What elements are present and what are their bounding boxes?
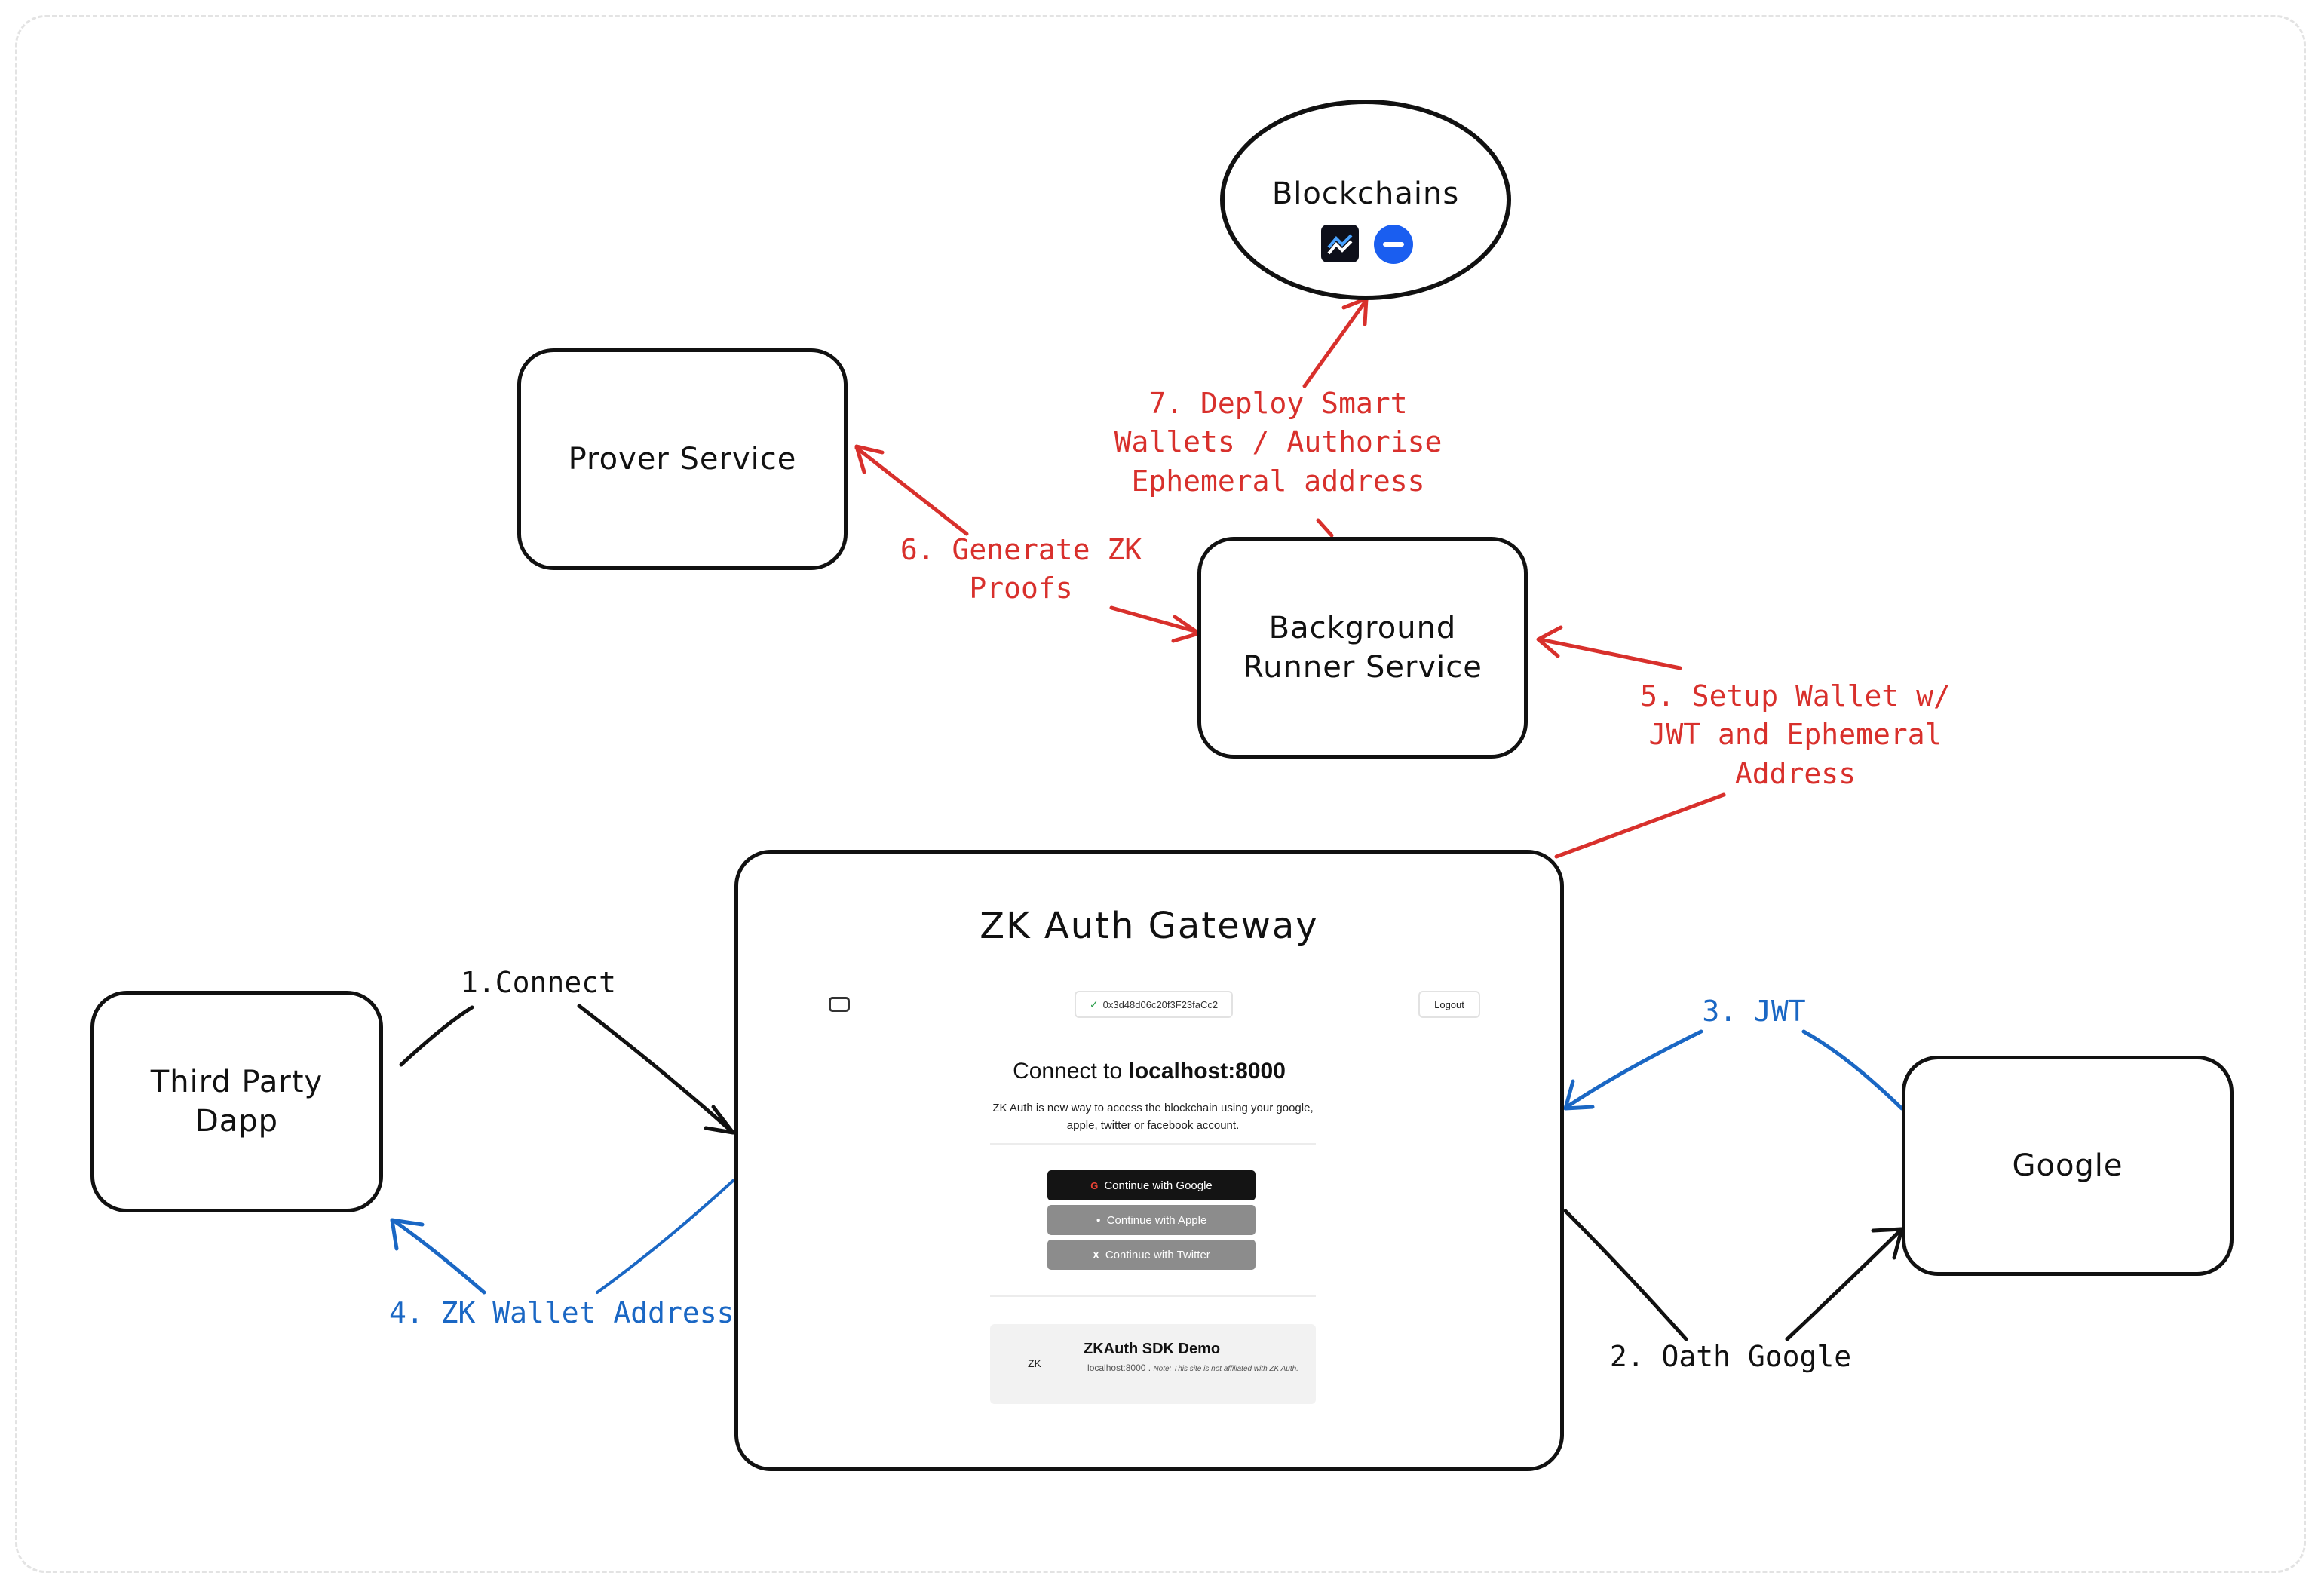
logout-button[interactable]: Logout	[1418, 991, 1480, 1018]
edge-1-arrowhead	[704, 1105, 735, 1135]
edge-4-label: 4. ZK Wallet Address	[389, 1296, 734, 1329]
chain-circle-icon	[1374, 225, 1413, 264]
edge-1-line-right	[577, 1004, 735, 1135]
gateway-title: ZK Auth Gateway	[980, 905, 1319, 947]
chain-logo-icon	[1321, 225, 1359, 262]
edge-7-line	[1316, 518, 1334, 538]
edge-3-arrowhead	[1563, 1079, 1595, 1111]
edge-5-line-lower	[1554, 792, 1726, 859]
continue-with-apple-button[interactable]: ● Continue with Apple	[1047, 1205, 1256, 1235]
divider-bottom	[990, 1295, 1316, 1297]
sdk-host: localhost:8000 .	[1087, 1363, 1151, 1373]
edge-2-line-right	[1785, 1228, 1902, 1341]
edge-2-line-left	[1563, 1209, 1688, 1341]
edge-7-line-upper	[1302, 298, 1369, 388]
continue-with-google-label: Continue with Google	[1104, 1179, 1213, 1192]
connect-prefix: Connect to	[1013, 1059, 1129, 1084]
blockchains-label: Blockchains	[1271, 176, 1460, 211]
edge-3-line-left	[1565, 1029, 1703, 1109]
sdk-demo-card: ZK ZKAuth SDK Demo localhost:8000 . Note…	[990, 1324, 1316, 1404]
edge-5-arrowhead	[1536, 625, 1563, 658]
twitter-x-icon: X	[1093, 1249, 1099, 1261]
edge-1-label: 1.Connect	[461, 966, 616, 999]
continue-with-twitter-button[interactable]: X Continue with Twitter	[1047, 1240, 1256, 1270]
third-party-dapp-label: Third Party Dapp	[150, 1065, 323, 1139]
google-label: Google	[2012, 1148, 2123, 1183]
wallet-address-text: 0x3d48d06c20f3F23faCc2	[1102, 998, 1219, 1010]
edge-7-label: 7. Deploy Smart Wallets / Authorise Ephe…	[1114, 387, 1443, 498]
edge-6-label: 6. Generate ZK Proofs	[900, 533, 1142, 605]
wallet-address-pill[interactable]: ✓ 0x3d48d06c20f3F23faCc2	[1075, 991, 1233, 1018]
continue-with-apple-label: Continue with Apple	[1106, 1213, 1207, 1227]
sdk-title: ZKAuth SDK Demo	[1084, 1341, 1221, 1357]
blockchains-node: Blockchains	[1220, 100, 1511, 300]
apple-icon: ●	[1096, 1216, 1101, 1225]
canvas-frame	[15, 15, 2306, 1573]
edge-1-line-left	[399, 1005, 474, 1067]
edge-6-line-upper	[854, 446, 969, 536]
edge-3-label: 3. JWT	[1702, 995, 1806, 1028]
edge-4-arrowhead	[390, 1218, 425, 1251]
edge-5-line-upper	[1538, 637, 1682, 670]
edge-6-line-lower	[1109, 605, 1200, 634]
divider-top	[990, 1143, 1316, 1145]
sdk-logo: ZK	[1028, 1357, 1041, 1369]
background-runner-label: Background Runner Service	[1243, 611, 1482, 685]
background-runner-node: Background Runner Service	[1197, 537, 1528, 759]
sdk-subtitle: localhost:8000 . Note: This site is not …	[1084, 1362, 1302, 1375]
zk-auth-gateway-node: ZK Auth Gateway ✓ 0x3d48d06c20f3F23faCc2…	[734, 850, 1564, 1471]
google-icon: G	[1090, 1179, 1099, 1191]
sdk-note: Note: This site is not affiliated with Z…	[1153, 1365, 1298, 1373]
google-node: Google	[1902, 1056, 2234, 1276]
third-party-dapp-node: Third Party Dapp	[90, 991, 383, 1212]
edge-3-line-right	[1801, 1029, 1904, 1111]
connect-description: ZK Auth is new way to access the blockch…	[992, 1102, 1314, 1133]
continue-with-google-button[interactable]: G Continue with Google	[1047, 1170, 1256, 1200]
edge-6-arrowhead-prover	[854, 444, 885, 474]
prover-service-label: Prover Service	[568, 442, 797, 477]
check-icon: ✓	[1089, 998, 1099, 1010]
prover-service-node: Prover Service	[517, 348, 848, 570]
edge-4-line-right	[596, 1179, 734, 1294]
edge-5-label: 5. Setup Wallet w/ JWT and Ephemeral Add…	[1640, 679, 1951, 790]
wallet-icon[interactable]	[829, 997, 850, 1012]
connect-host: localhost:8000	[1128, 1059, 1286, 1084]
continue-with-twitter-label: Continue with Twitter	[1105, 1248, 1210, 1262]
connect-title: Connect to localhost:8000	[738, 1059, 1560, 1084]
edge-2-label: 2. Oath Google	[1609, 1340, 1852, 1373]
edge-4-line-left	[393, 1219, 486, 1295]
